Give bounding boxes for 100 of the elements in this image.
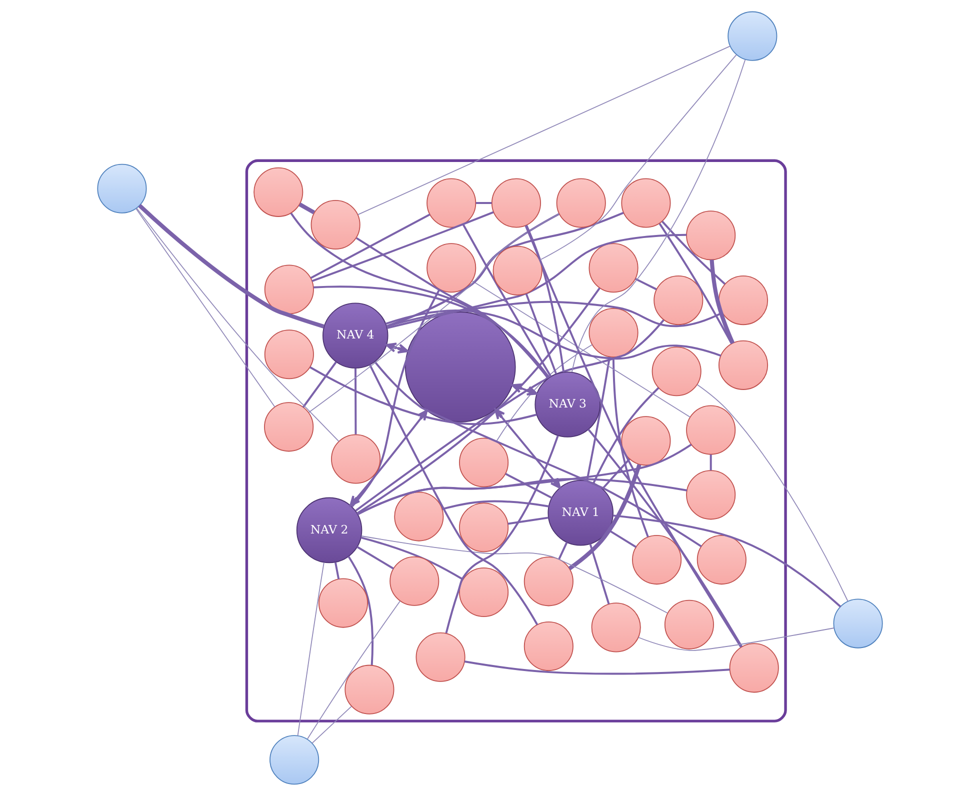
node-circle xyxy=(426,178,476,228)
connector xyxy=(442,500,548,510)
connector xyxy=(612,514,841,608)
node-circle xyxy=(458,567,508,617)
connector xyxy=(360,536,668,614)
node-circle xyxy=(727,11,777,61)
connector xyxy=(524,293,557,374)
node-circle xyxy=(492,246,542,296)
node-circle xyxy=(426,243,476,293)
arrow xyxy=(385,342,408,354)
node-circle xyxy=(588,308,638,358)
node-circle xyxy=(269,735,319,785)
node-circle xyxy=(653,276,703,326)
connector xyxy=(524,225,742,648)
node-circle xyxy=(696,535,746,585)
connector xyxy=(661,220,726,285)
connector xyxy=(368,364,538,626)
connector xyxy=(356,46,730,216)
node-circle xyxy=(686,405,736,455)
connector xyxy=(386,213,560,328)
connector xyxy=(302,361,336,408)
connector xyxy=(709,454,712,470)
connector xyxy=(471,280,690,418)
connector xyxy=(138,204,324,328)
node-circle xyxy=(588,243,638,293)
connector xyxy=(709,260,734,344)
connector xyxy=(658,223,732,344)
connector xyxy=(350,288,440,508)
connector xyxy=(558,542,568,560)
connector xyxy=(637,628,834,651)
connector xyxy=(334,562,340,580)
node-circle xyxy=(344,664,394,714)
node-circle xyxy=(718,276,768,326)
connector xyxy=(587,428,742,648)
connector xyxy=(538,54,736,260)
node-circle xyxy=(556,178,606,228)
connector xyxy=(475,202,492,204)
connector xyxy=(386,300,722,328)
connector xyxy=(360,536,463,580)
connector xyxy=(312,286,550,378)
connector xyxy=(354,319,664,512)
connector xyxy=(306,600,400,740)
connector xyxy=(462,224,552,378)
connector xyxy=(356,288,600,514)
connector xyxy=(525,224,564,372)
connector xyxy=(592,387,659,484)
node-circle xyxy=(620,178,670,228)
connector xyxy=(347,556,373,666)
node-circle xyxy=(310,200,360,250)
cluster xyxy=(244,159,786,722)
node-circle: NAV 1 xyxy=(547,480,613,546)
node-circle xyxy=(96,164,146,214)
connector xyxy=(354,368,356,434)
node-circle xyxy=(415,632,465,682)
arrow xyxy=(510,383,538,396)
connector xyxy=(384,310,721,360)
node-circle xyxy=(632,535,682,585)
node-circle xyxy=(458,438,508,488)
connector xyxy=(374,361,702,548)
node-circle xyxy=(651,346,701,396)
node-circle: NAV 2 xyxy=(296,497,362,564)
connector xyxy=(568,464,641,570)
connector xyxy=(310,214,430,279)
connector xyxy=(311,706,352,744)
node-circle xyxy=(523,556,573,606)
connector xyxy=(356,546,394,570)
node-circle: NAV 3 xyxy=(534,372,600,438)
connector xyxy=(602,458,630,490)
connector xyxy=(386,234,686,329)
node-circle xyxy=(330,434,380,484)
connector xyxy=(311,211,494,282)
connector xyxy=(136,208,339,442)
node-circle xyxy=(490,178,540,228)
connector xyxy=(612,357,648,538)
connector xyxy=(298,202,315,214)
node-circle xyxy=(728,643,778,693)
connector xyxy=(309,366,536,426)
node-circle xyxy=(590,602,640,652)
connector xyxy=(444,435,558,634)
node-circle xyxy=(718,340,768,390)
node-circle: NAV 4 xyxy=(322,302,388,368)
node-circle xyxy=(264,264,314,314)
node-circle xyxy=(620,416,670,466)
node-circle xyxy=(832,598,882,648)
node-circle xyxy=(389,556,439,606)
connector xyxy=(386,212,624,328)
connector xyxy=(464,660,730,675)
connector xyxy=(504,472,552,499)
node-circle xyxy=(394,492,444,542)
connector xyxy=(290,212,550,378)
connector xyxy=(356,444,692,516)
connector xyxy=(696,384,848,602)
node-circle xyxy=(318,578,368,628)
connector xyxy=(308,214,560,413)
node-circle xyxy=(253,167,303,217)
node-circle xyxy=(264,330,314,380)
connector xyxy=(571,59,746,372)
connector xyxy=(507,516,548,525)
connector xyxy=(608,529,636,548)
connector xyxy=(588,544,610,604)
